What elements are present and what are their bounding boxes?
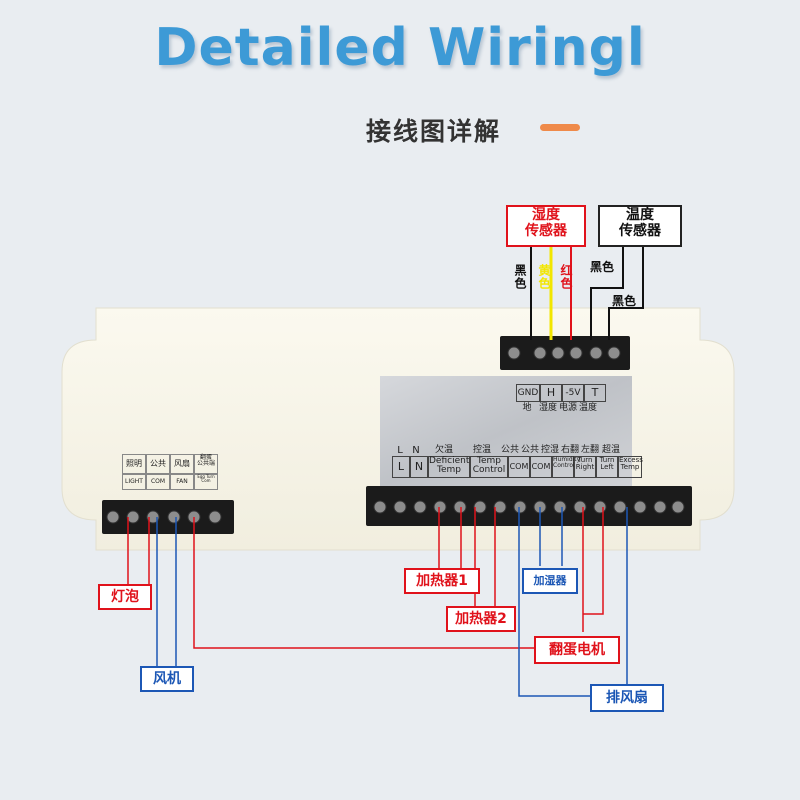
main-en-n: N bbox=[410, 456, 428, 478]
sensor-terminal-t: T bbox=[584, 384, 606, 402]
main-en-l: L bbox=[392, 456, 410, 478]
left-en-com: COM bbox=[146, 474, 170, 490]
device-exhaust-fan: 排风扇 bbox=[590, 684, 664, 712]
device-fan: 风机 bbox=[140, 666, 194, 692]
main-cn-l: L bbox=[397, 445, 403, 456]
device-heater2: 加热器2 bbox=[446, 606, 516, 632]
sensor-terminal-cn-gnd: 地 bbox=[522, 403, 532, 413]
sensor-terminal-cn-h: 湿度 bbox=[538, 403, 557, 413]
left-cn-com: 公共 bbox=[146, 454, 170, 474]
page-title: Detailed Wiringl bbox=[154, 18, 646, 78]
wire-black-sensor-2 bbox=[590, 244, 624, 340]
main-cn-deficient: 欠温 bbox=[434, 445, 453, 455]
wire-color-black-left: 黑色 bbox=[513, 264, 527, 290]
wire-egg-turn-com bbox=[193, 517, 534, 649]
main-en-com-1: COM bbox=[508, 456, 530, 478]
humidity-sensor-label: 湿度 传感器 bbox=[506, 205, 586, 247]
main-cn-com-2: 公共 bbox=[520, 445, 539, 455]
wire-color-red: 红色 bbox=[559, 264, 573, 290]
sensor-terminal-cn-t: 温度 bbox=[578, 403, 597, 413]
left-cn-fan: 风扇 bbox=[170, 454, 194, 474]
wire-black-sensor-3 bbox=[608, 244, 644, 340]
main-en-deficient: Deficient Temp bbox=[428, 456, 470, 478]
wire-color-black-right: 黑色 bbox=[612, 294, 637, 308]
left-en-fan: FAN bbox=[170, 474, 194, 490]
metal-label-plate bbox=[380, 376, 632, 486]
left-en-egg-turn: Egg Turn Com bbox=[194, 474, 218, 490]
main-cn-excess: 超温 bbox=[601, 445, 620, 455]
wire-exhaust-a bbox=[518, 507, 590, 697]
left-terminal-en-header: LIGHT COM FAN Egg Turn Com bbox=[122, 474, 218, 490]
main-terminal-cn-header: L N 欠温 控温 公共 公共 控湿 右翻 左翻 超温 bbox=[392, 445, 622, 457]
left-terminal-block bbox=[102, 500, 234, 534]
sensor-terminal-cn-legend: 地 湿度 电源 温度 bbox=[516, 403, 598, 413]
main-en-temp-control: Temp Control bbox=[470, 456, 508, 478]
wire-color-black-top: 黑色 bbox=[590, 260, 615, 274]
sensor-terminal-gnd: GND bbox=[516, 384, 540, 402]
page-subtitle: 接线图详解 bbox=[366, 117, 502, 146]
main-cn-temp-control: 控温 bbox=[472, 445, 491, 455]
main-en-com-2: COM bbox=[530, 456, 552, 478]
main-en-excess: Excess Temp bbox=[618, 456, 643, 478]
main-en-turn-left: Turn Left bbox=[596, 456, 618, 478]
main-cn-humidity: 控湿 bbox=[540, 445, 559, 455]
sensor-terminal-block bbox=[500, 336, 630, 370]
main-cn-turn-left: 左翻 bbox=[580, 445, 599, 455]
main-cn-turn-right: 右翻 bbox=[560, 445, 579, 455]
accent-dash bbox=[540, 124, 580, 131]
left-cn-light: 照明 bbox=[122, 454, 146, 474]
main-cn-n: N bbox=[412, 445, 420, 456]
device-heater1: 加热器1 bbox=[404, 568, 480, 594]
sensor-terminal-cn-5v: 电源 bbox=[558, 403, 577, 413]
wire-egg-motor-b bbox=[583, 507, 604, 615]
left-en-light: LIGHT bbox=[122, 474, 146, 490]
sensor-terminal-5v: -5V bbox=[562, 384, 584, 402]
main-terminal-block bbox=[366, 486, 692, 526]
temperature-sensor-label: 温度 传感器 bbox=[598, 205, 682, 247]
left-cn-egg-turn: 翻蛋 公共端 bbox=[194, 454, 218, 474]
device-egg-motor: 翻蛋电机 bbox=[534, 636, 620, 664]
sensor-terminal-legend: GND H -5V T bbox=[516, 384, 606, 402]
wire-color-yellow: 黄色 bbox=[537, 264, 551, 290]
sensor-terminal-h: H bbox=[540, 384, 562, 402]
left-terminal-cn-header: 照明 公共 风扇 翻蛋 公共端 bbox=[122, 454, 218, 474]
main-terminal-en-header: L N Deficient Temp Temp Control COM COM … bbox=[392, 456, 643, 478]
main-en-humidity: Humidity Control bbox=[552, 456, 580, 478]
device-bulb: 灯泡 bbox=[98, 584, 152, 610]
main-en-turn-right: Turn Right bbox=[574, 456, 596, 478]
device-humidifier: 加湿器 bbox=[522, 568, 578, 594]
main-cn-com-1: 公共 bbox=[500, 445, 519, 455]
